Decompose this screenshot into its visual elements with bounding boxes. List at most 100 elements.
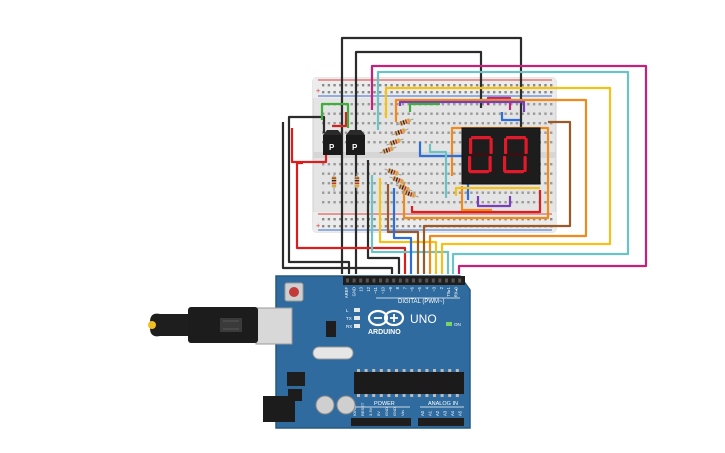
power-led: ON [446, 322, 461, 327]
resistor[interactable] [389, 175, 407, 185]
pin-label: A1 [428, 410, 433, 416]
jumper-wires[interactable] [281, 36, 648, 274]
digital-header-label: DIGITAL (PWM~) [398, 299, 445, 305]
arduino-uno-board[interactable]: ARDUINO UNO DIGITAL (PWM~) POWER ANALOG … [255, 275, 471, 429]
voltage-regulator [287, 372, 305, 386]
pin-label: ~5 [417, 286, 422, 291]
segment-e [468, 156, 472, 172]
wire[interactable] [281, 122, 394, 274]
seven-segment-display[interactable]: 0 0 [0, 0, 541, 185]
wire[interactable] [287, 115, 351, 274]
wire[interactable] [500, 112, 520, 122]
resistor[interactable] [331, 173, 337, 191]
pin-label: 5V [376, 411, 381, 416]
pin-label: ~9 [388, 286, 393, 291]
crystal-oscillator [312, 346, 354, 360]
atmega-chip [354, 369, 464, 397]
brand-label: ARDUINO [368, 329, 401, 336]
usb-port[interactable] [255, 307, 293, 345]
pin-label: A4 [450, 410, 455, 416]
segment-f [504, 138, 508, 154]
pin-label: RX◂0 [454, 286, 459, 297]
resistor[interactable] [354, 173, 360, 191]
wire[interactable] [386, 184, 420, 274]
resistors[interactable] [331, 117, 419, 199]
wire[interactable] [332, 112, 348, 128]
segment-d [504, 170, 524, 174]
wire[interactable] [402, 126, 550, 220]
pin-label: 13 [359, 286, 364, 291]
segment-d [469, 170, 489, 174]
capacitor [336, 395, 356, 415]
resistor[interactable] [379, 145, 397, 155]
transistor-left[interactable]: P [323, 130, 342, 155]
segment-e [503, 156, 507, 172]
transistor-right-label: P [352, 143, 358, 152]
decimal-point [527, 170, 531, 174]
pin-label: 12 [366, 286, 371, 291]
resistor[interactable] [384, 167, 402, 177]
pin-label: GND [384, 407, 389, 416]
wire[interactable] [354, 50, 483, 274]
usb-cable[interactable] [148, 307, 258, 343]
wire[interactable] [422, 120, 572, 274]
pin-label: RESET [360, 402, 365, 416]
wire[interactable] [394, 98, 588, 274]
wire[interactable] [340, 36, 523, 274]
status-led-label: L [346, 308, 349, 313]
segment-g [470, 153, 490, 157]
resistor[interactable] [396, 117, 414, 127]
resistor[interactable] [401, 189, 419, 199]
segment-c [488, 156, 492, 172]
display-digit-0 [468, 136, 496, 174]
wire[interactable] [428, 144, 448, 198]
analog-header[interactable] [418, 418, 464, 426]
model-label: UNO [410, 312, 437, 326]
wire[interactable] [320, 102, 350, 128]
resistor[interactable] [386, 137, 404, 147]
wire[interactable] [454, 186, 540, 196]
pin-label: Vin [400, 410, 405, 416]
wire[interactable] [392, 188, 413, 274]
wire[interactable] [366, 160, 401, 274]
pin-label: TX▸1 [446, 286, 451, 296]
resistor[interactable] [395, 183, 413, 193]
power-label: POWER [374, 401, 395, 407]
pin-label: A2 [435, 410, 440, 416]
wire[interactable] [290, 128, 328, 164]
wire[interactable] [408, 102, 440, 112]
segment-f [469, 138, 473, 154]
power-header[interactable] [351, 418, 411, 426]
pin-label: GND [351, 287, 356, 296]
wire[interactable] [378, 178, 438, 274]
digital-header[interactable] [343, 276, 465, 285]
wire[interactable] [376, 70, 630, 274]
pin-label: GND [392, 407, 397, 416]
wire[interactable] [460, 186, 492, 212]
pin-label: A0 [420, 410, 425, 416]
pin-label: ~6 [410, 286, 415, 291]
reset-button[interactable] [284, 282, 304, 302]
transistor-right[interactable]: P [346, 130, 365, 155]
status-led-label: RX [346, 324, 352, 329]
status-led [354, 316, 360, 320]
wire[interactable] [384, 86, 612, 274]
wire[interactable] [370, 64, 648, 274]
segment-a [471, 136, 491, 140]
wire[interactable] [476, 196, 512, 208]
segment-b [524, 138, 528, 154]
wire[interactable] [410, 190, 542, 214]
pin-label: A5 [458, 410, 463, 416]
display-digit-1-value: 0 [0, 0, 1, 1]
pin-label: 4 [424, 286, 429, 289]
decimal-point [492, 170, 496, 174]
transistor-left-label: P [329, 143, 335, 152]
wire[interactable] [398, 100, 526, 112]
segment-g [505, 153, 525, 157]
resistor[interactable] [391, 127, 409, 137]
pin-label: 2 [439, 286, 444, 289]
pin-label: 7 [402, 286, 407, 289]
